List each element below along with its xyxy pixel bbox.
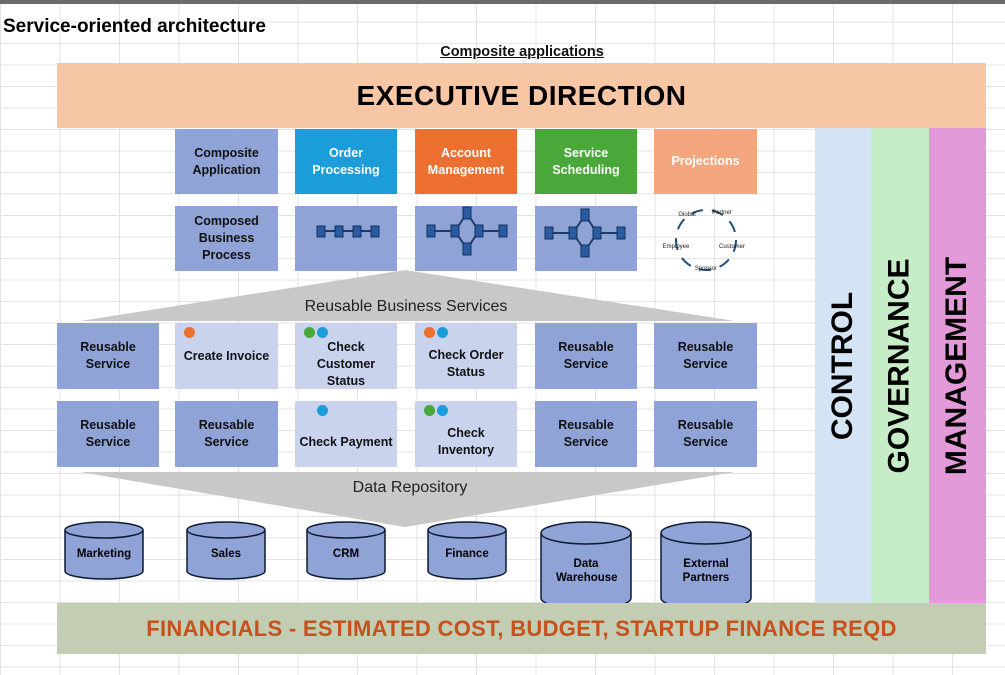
projections-cycle-tile: Global Partner Customer Sponsor Employee: [654, 198, 757, 278]
database-marketing-label: Marketing: [76, 548, 132, 560]
cycle-node-employee: Employee: [663, 244, 690, 250]
linear-process-flow-icon: [316, 225, 380, 238]
service-check-payment: Check Payment: [295, 401, 397, 467]
database-crm-icon: [306, 530, 386, 580]
cycle-node-partner: Partner: [712, 210, 732, 216]
order-processing-dot-icon: [437, 327, 448, 338]
control-band: CONTROL: [815, 128, 871, 603]
service-scheduling-dot-icon: [424, 405, 435, 416]
management-band: MANAGEMENT: [929, 128, 986, 603]
executive-direction-banner: EXECUTIVE DIRECTION: [57, 63, 986, 128]
cycle-node-sponsor: Sponsor: [695, 266, 717, 272]
page-title: Service-oriented architecture: [3, 16, 266, 37]
composed-business-process: Composed Business Process: [175, 206, 278, 271]
service-check-customer-status: Check Customer Status: [295, 323, 397, 389]
database-marketing-icon: [64, 530, 144, 580]
service-r2-c1: Reusable Service: [57, 401, 159, 467]
process-linear-flow-tile: [295, 206, 397, 271]
app-composite-application: Composite Application: [175, 129, 278, 194]
cycle-diagram-icon: Global Partner Customer Sponsor Employee: [663, 209, 745, 272]
database-external-partners-label: External Partners: [682, 558, 730, 584]
database-data-warehouse-label: Data Warehouse: [556, 558, 618, 584]
account-management-dot-icon: [424, 327, 435, 338]
branching-process-flow-icon: [544, 208, 626, 258]
app-account-management: Account Management: [415, 129, 517, 194]
diagram-subtitle: Composite applications: [440, 44, 604, 60]
data-repository-label: Data Repository: [352, 479, 468, 496]
service-r2-c6: Reusable Service: [654, 401, 757, 467]
service-r1-c1: Reusable Service: [57, 323, 159, 389]
app-order-processing: Order Processing: [295, 129, 397, 194]
cycle-node-global: Global: [678, 212, 695, 218]
order-processing-dot-icon: [437, 405, 448, 416]
database-crm-label: CRM: [332, 548, 360, 560]
control-label: CONTROL: [826, 291, 860, 440]
database-sales-label: Sales: [210, 548, 242, 560]
database-finance-icon: [427, 530, 507, 580]
app-projections: Projections: [654, 129, 757, 194]
service-r2-c2: Reusable Service: [175, 401, 278, 467]
reusable-business-services-label: Reusable Business Services: [304, 298, 508, 315]
service-r1-c6: Reusable Service: [654, 323, 757, 389]
cycle-node-customer: Customer: [719, 244, 745, 250]
service-r2-c5: Reusable Service: [535, 401, 637, 467]
database-finance-label: Finance: [445, 548, 489, 560]
data-repository-trapezoid: [80, 472, 735, 527]
window-top-bar: [0, 0, 1005, 4]
process-branch-flow-tile: [415, 206, 517, 271]
governance-band: GOVERNANCE: [871, 128, 929, 603]
app-service-scheduling: Service Scheduling: [535, 129, 637, 194]
service-check-inventory: Check Inventory: [415, 401, 517, 467]
database-sales-icon: [186, 530, 266, 580]
financials-banner: FINANCIALS - ESTIMATED COST, BUDGET, STA…: [57, 603, 986, 654]
branching-process-flow-icon: [426, 206, 508, 256]
management-label: MANAGEMENT: [940, 256, 974, 475]
account-management-dot-icon: [184, 327, 195, 338]
scheduling-branch-flow-tile: [535, 206, 637, 271]
service-r1-c5: Reusable Service: [535, 323, 637, 389]
reusable-services-trapezoid: [80, 270, 735, 321]
governance-label: GOVERNANCE: [883, 257, 916, 474]
order-processing-dot-icon: [317, 327, 328, 338]
service-scheduling-dot-icon: [304, 327, 315, 338]
order-processing-dot-icon: [317, 405, 328, 416]
